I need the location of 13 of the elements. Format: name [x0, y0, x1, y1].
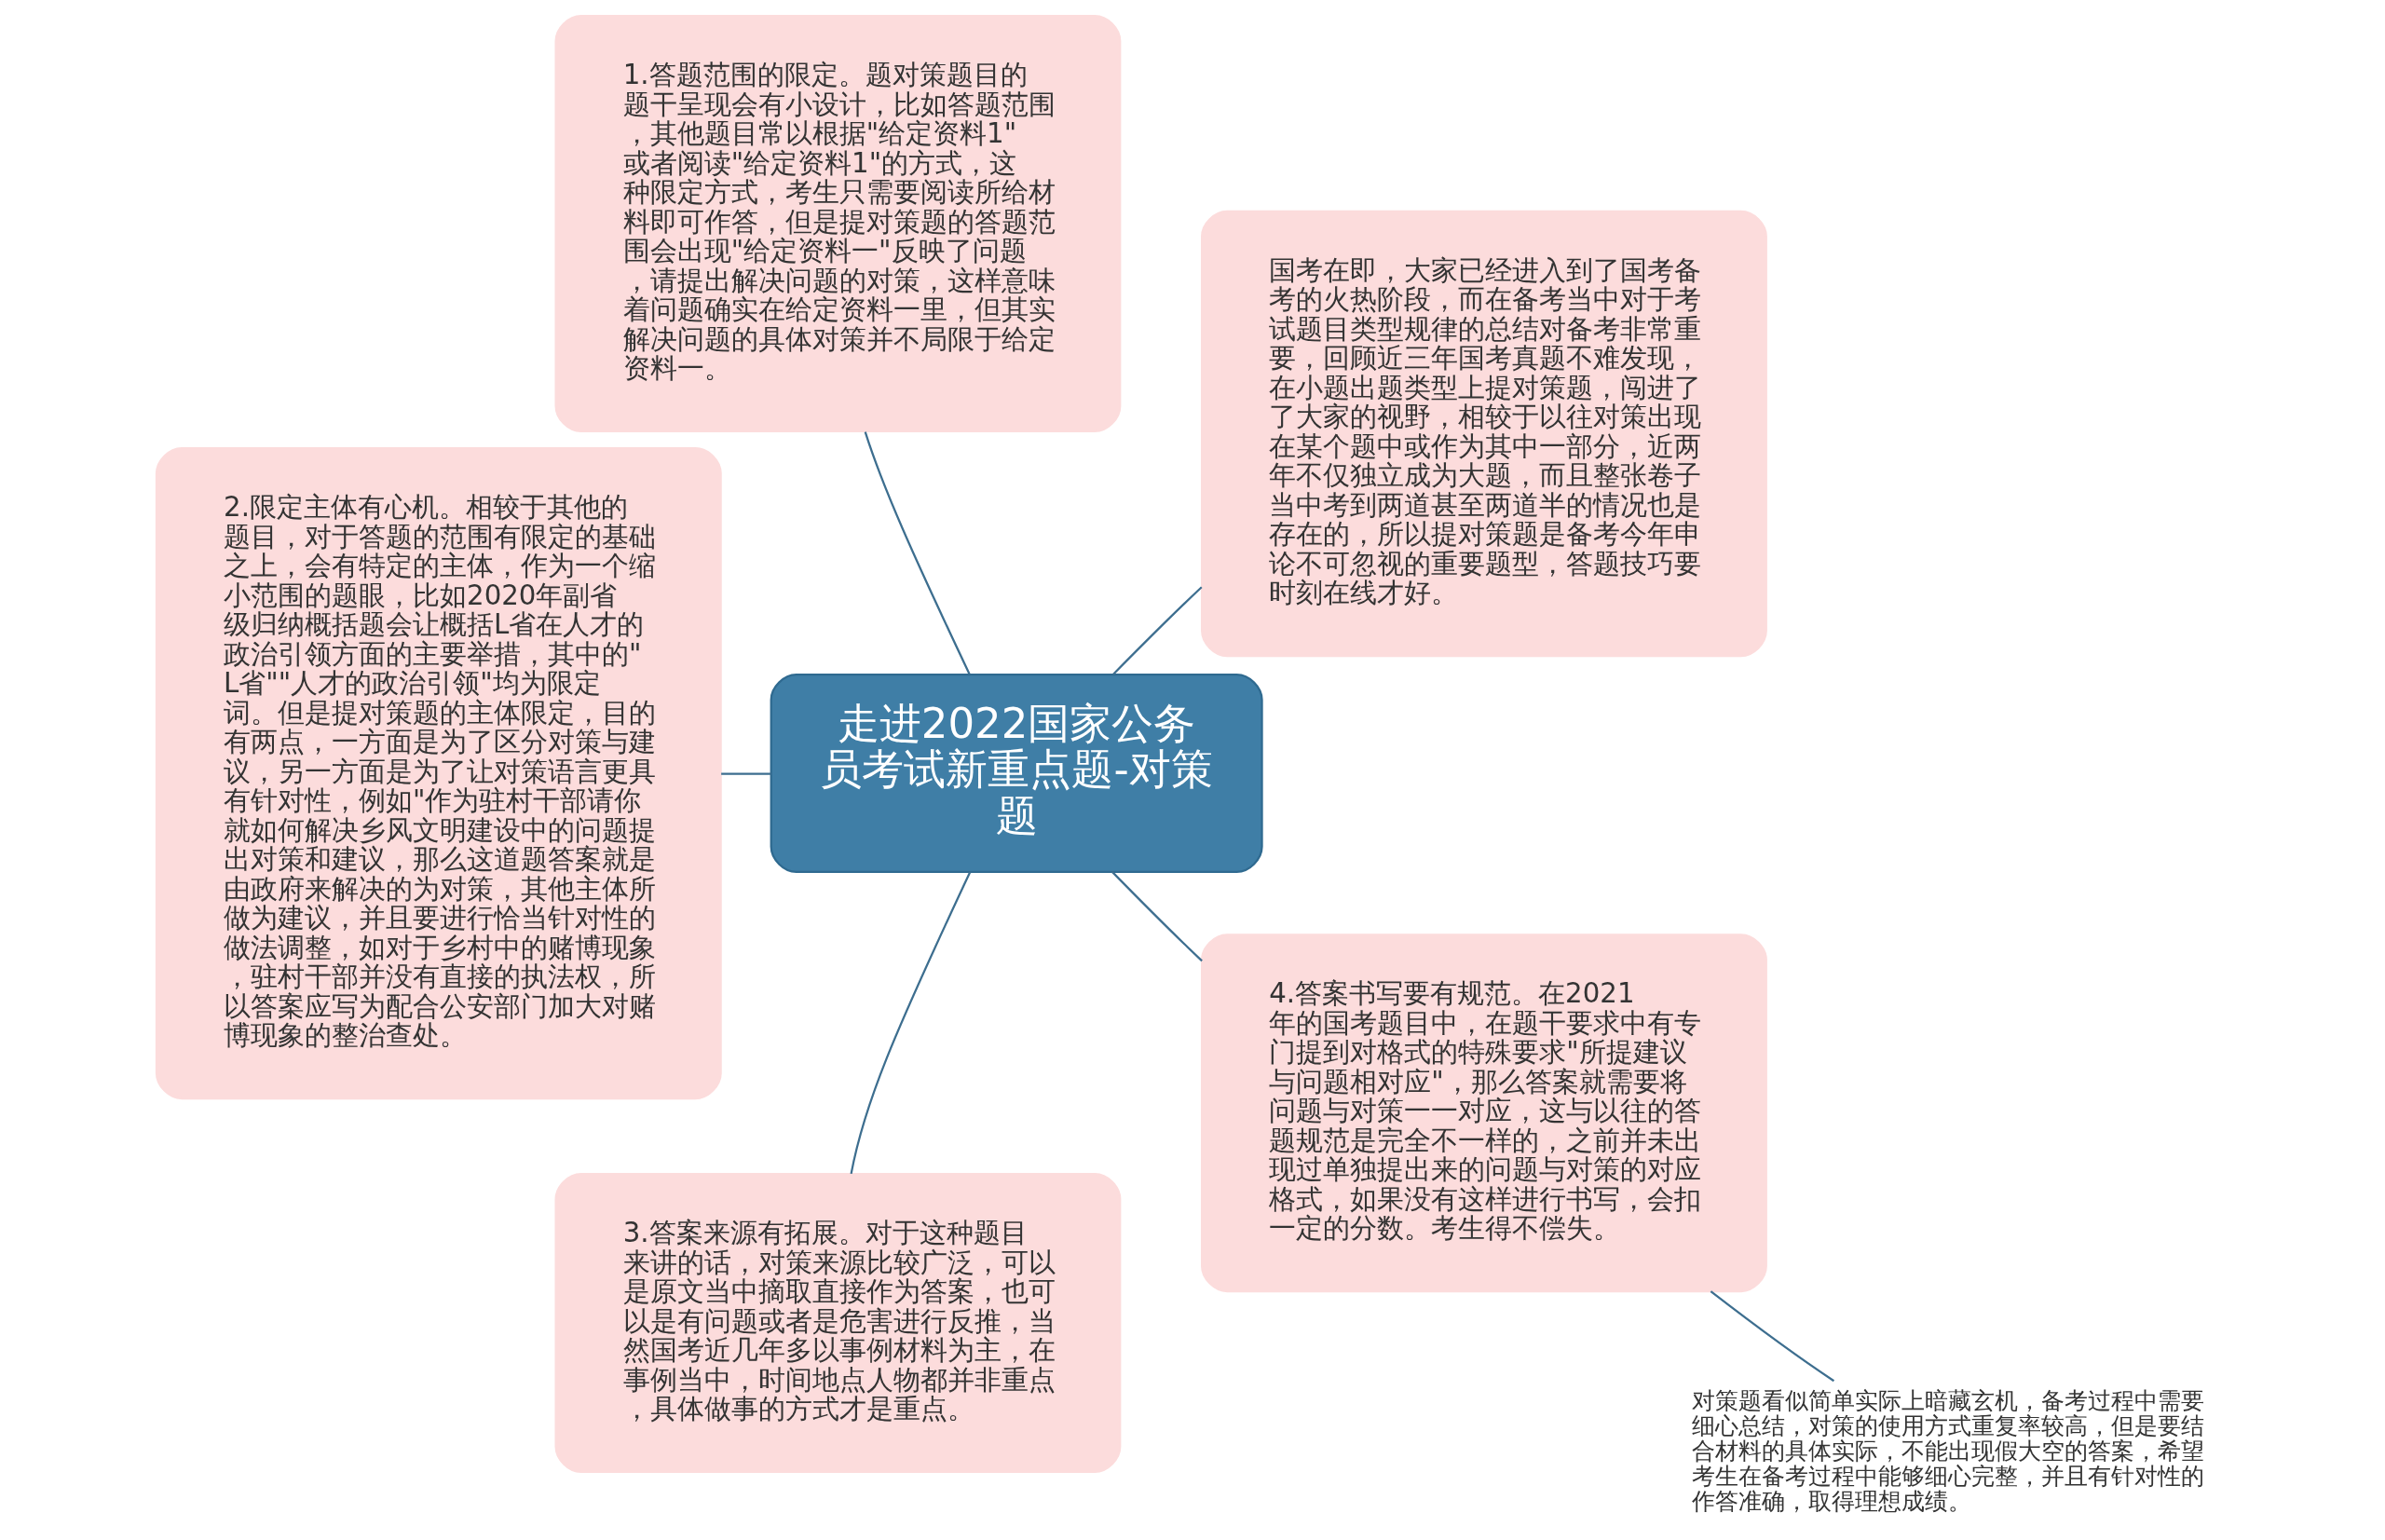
connector [850, 871, 972, 1175]
node-box: 国考在即，大家已经进入到了国考备考的火热阶段，而在备考当中对于考试题目类型规律的总结对备考非常重要，回顾近三年国考真题不难发现，在小题出题类型上提对策题，闯进了了大家的视野，相较于以往对策出现在某个题中或作为其中一部分，近两年不仅独立成为大题，而且整张卷子当中考到两道甚至两道半的情况也是存在的，所以提对策题是备考今年申论不可忽视的重要题型，答题技巧要时刻在线才好。 [1201, 210, 1767, 658]
node-box: 2.限定主体有心机。相较于其他的题目，对于答题的范围有限定的基础之上，会有特定的主体，作为一个缩小范围的题眼，比如2020年副省级归纳概括题会让概括L省在人才的政治引领方面的主要举措，其中的"L省""人才的政治引领"均为限定词。但是提对策题的主体限定，目的有两点，一方面是为了区分对策与建议，另一方面是为了让对策语言更具有针对性，例如"作为驻村干部请你就如何解决乡风文明建设中的问题提出对策和建议，那么这道题答案就是由政府来解决的为对策，其他主体所做为建议，并且要进行恰当针对性的做法调整，如对于乡村中的赌博现象，驻村干部并没有直接的执法权，所以答案应写为配合公安部门加大对赌博现象的整治查处。 [155, 446, 722, 1100]
node-box: 4.答案书写要有规范。在2021年的国考题目中，在题干要求中有专门提到对格式的特殊要求"所提建议与问题相对应"，那么答案就需要将问题与对策一一对应，这与以往的答题规范是完全不一样的，之前并未出现过单独提出来的问题与对策的对应格式，如果没有这样进行书写，会扣一定的分数。考生得不偿失。 [1201, 934, 1767, 1293]
connector [721, 772, 771, 775]
connector [1112, 586, 1203, 675]
node-text: 对策题看似简单实际上暗藏玄机，备考过程中需要细心总结，对策的使用方式重复率较高，但是要结合材料的具体实际，不能出现假大空的答案，希望考生在备考过程中能够细心完整，并且有针对性的作答准确，取得理想成绩。 [1691, 1386, 2204, 1515]
node-box: 走进2022国家公务员考试新重点题-对策题 [770, 674, 1263, 873]
connector [864, 431, 971, 675]
node-box: 1.答题范围的限定。题对策题目的题干呈现会有小设计，比如答题范围，其他题目常以根据"给定资料1"或者阅读"给定资料1"的方式，这种限定方式，考生只需要阅读所给材料即可作答，但是提对策题的答题范围会出现"给定资料一"反映了问题，请提出解决问题的对策，这样意味着问题确实在给定资料一里，但其实解决问题的具体对策并不局限于给定资料一。 [554, 15, 1122, 433]
node-box: 3.答案来源有拓展。对于这种题目来讲的话，对策来源比较广泛，可以是原文当中摘取直接作为答案，也可以是有问题或者是危害进行反推，当然国考近几年多以事例材料为主，在事例当中，时间地点人物都并非重点，具体做事的方式才是重点。 [554, 1173, 1122, 1473]
connector [1111, 871, 1203, 962]
connector [1710, 1290, 1835, 1383]
